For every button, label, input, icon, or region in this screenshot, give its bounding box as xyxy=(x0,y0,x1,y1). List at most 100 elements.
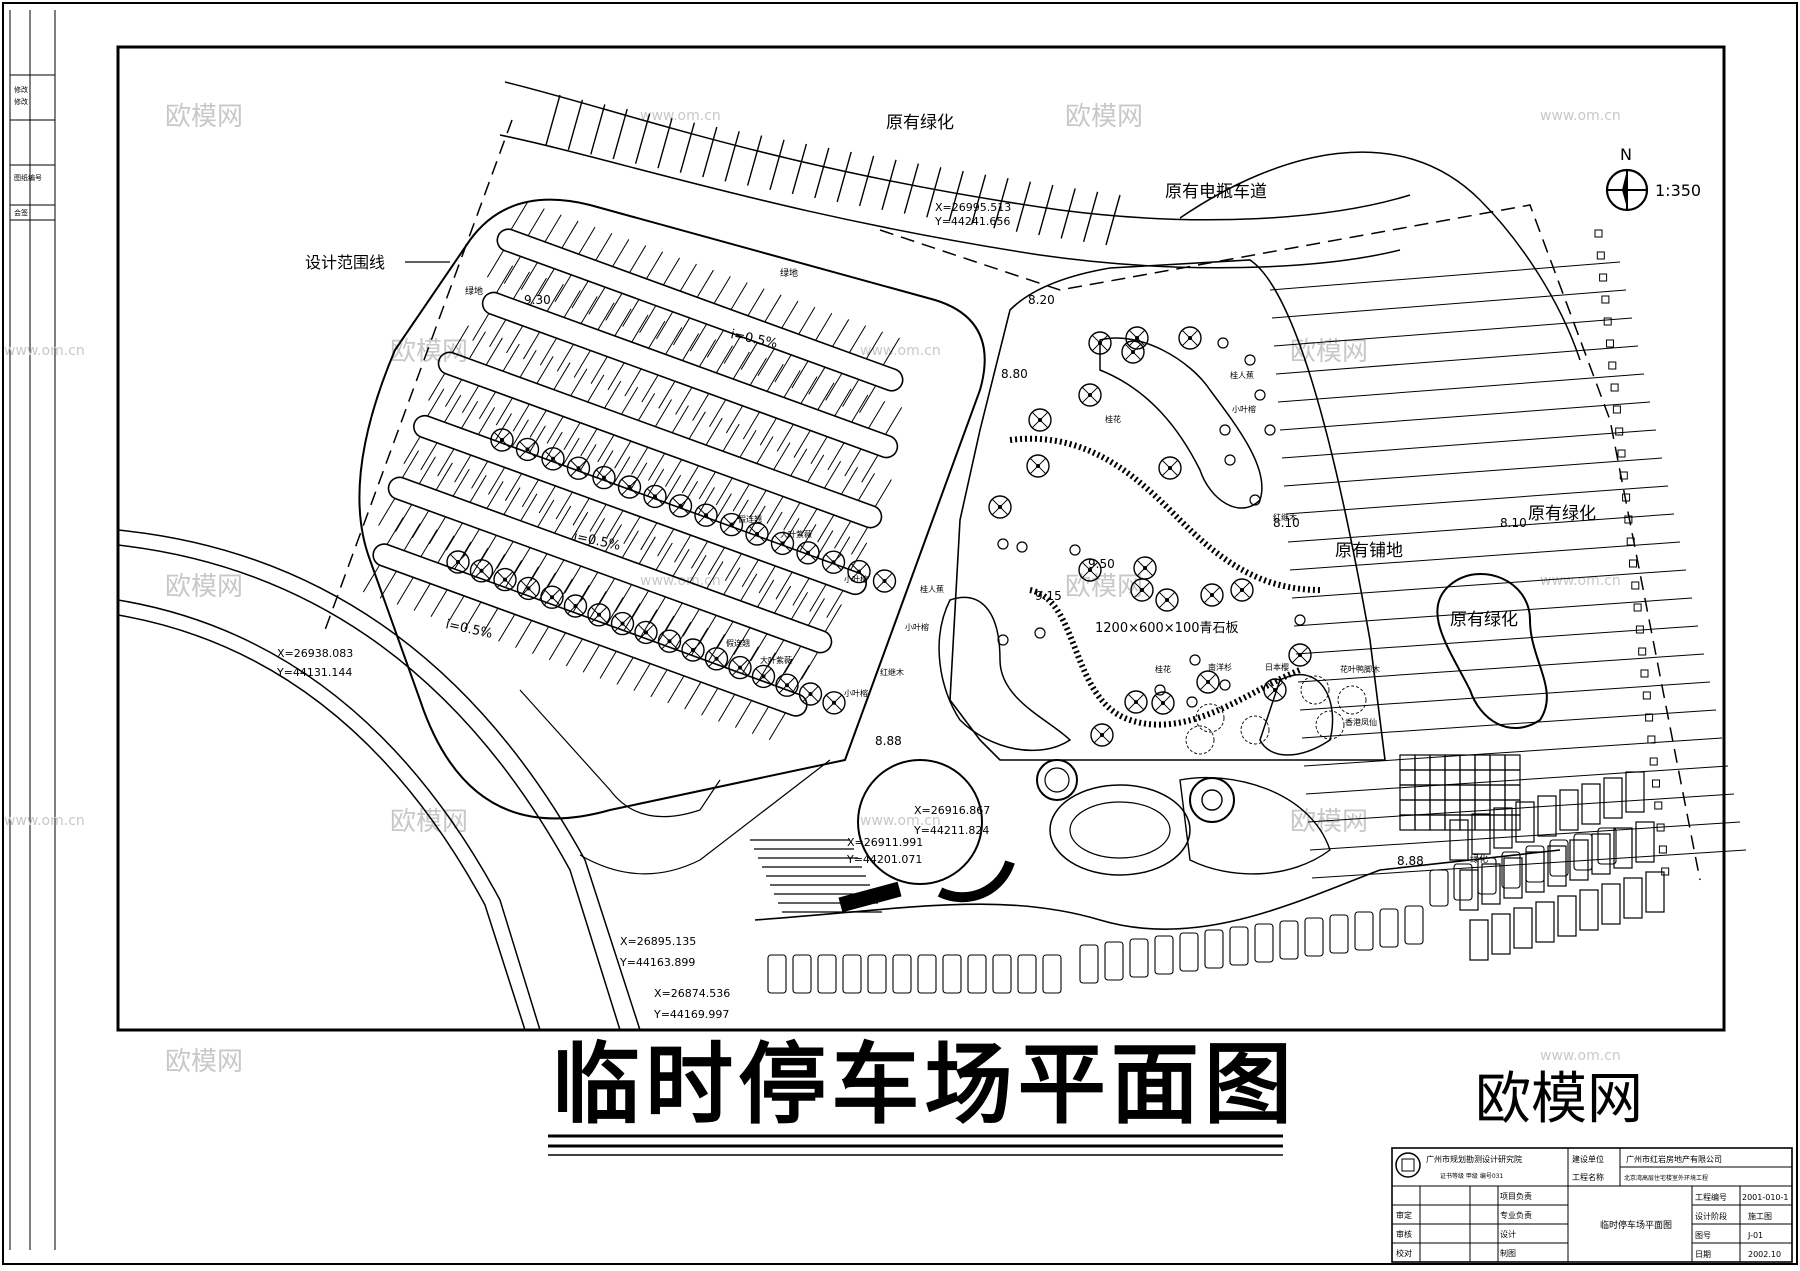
paving-strip xyxy=(1297,653,1705,683)
stall-line xyxy=(447,595,465,624)
watermark-url: www.om.cn xyxy=(860,813,941,829)
sheet-drawing-name: 临时停车场平面图 xyxy=(1600,1219,1672,1231)
stall-line xyxy=(730,282,748,310)
building-unit xyxy=(1503,857,1523,899)
stall-line xyxy=(468,331,486,360)
island-capsule xyxy=(437,351,883,529)
car-icon xyxy=(1573,833,1593,871)
stall-line xyxy=(445,522,463,551)
stall-line xyxy=(565,638,583,667)
stall-line xyxy=(826,590,844,618)
stall-line xyxy=(807,454,825,483)
car-icon xyxy=(1354,911,1374,951)
tree-trunk xyxy=(738,665,742,670)
plant-label: 桂人蕉 xyxy=(1230,370,1254,380)
plant-label: 桂花 xyxy=(1155,664,1171,674)
stall-line xyxy=(741,646,759,674)
tree-symbol-icon xyxy=(1026,454,1050,478)
road-hatch-line xyxy=(1060,188,1076,239)
watermark-url: www.om.cn xyxy=(4,813,85,829)
tree-symbol-icon xyxy=(1196,670,1220,694)
tree-symbol-icon xyxy=(1263,678,1287,702)
road-hatch-line xyxy=(567,99,584,150)
stall-line xyxy=(790,591,809,620)
bollard xyxy=(1594,229,1603,238)
existing-road-top xyxy=(499,81,1581,361)
sheet-label: 图号 xyxy=(1695,1231,1711,1240)
stall-line xyxy=(664,474,682,503)
stall-line xyxy=(790,448,808,477)
tree-symbol-icon xyxy=(1200,583,1224,607)
tree-canopy xyxy=(751,664,776,689)
shrub-icon xyxy=(997,538,1009,550)
drawing-frame xyxy=(116,45,1726,1032)
plant-label: 香港凤仙 xyxy=(1345,717,1377,727)
grid-paver xyxy=(1444,769,1461,786)
road-hatch-line xyxy=(634,113,651,164)
stall-line xyxy=(681,465,699,494)
stall-line xyxy=(503,487,521,515)
building-unit xyxy=(1471,813,1491,855)
tree-trunk xyxy=(1098,341,1102,345)
plant-label: 花叶鸭脚木 xyxy=(1340,664,1380,674)
watermark-url: www.om.cn xyxy=(4,343,85,359)
tree-symbol-icon xyxy=(1133,556,1157,580)
tree-trunk xyxy=(755,532,759,536)
bollard xyxy=(1652,779,1660,788)
stall-line xyxy=(758,565,776,594)
tree-canopy xyxy=(1151,691,1175,715)
existing-green-oval xyxy=(1436,573,1548,730)
plant-label: 日本樱 xyxy=(1265,662,1289,672)
grid-paver xyxy=(1444,814,1461,831)
road-hatch-line xyxy=(993,178,1009,229)
stall-line xyxy=(510,202,528,230)
stall-line xyxy=(848,325,867,353)
stall-line xyxy=(597,434,615,463)
tree-canopy xyxy=(587,603,611,627)
stall-line xyxy=(776,424,794,452)
lower-garden-bed xyxy=(1179,776,1331,875)
stall-row xyxy=(428,325,892,555)
elevation-label: 8.88 xyxy=(1397,854,1424,868)
stall-line xyxy=(486,481,504,509)
designer-name: 广州市规划勘测设计研究院 xyxy=(1426,1154,1522,1164)
tree-canopy xyxy=(798,682,823,706)
stall-line xyxy=(639,305,657,333)
tree-trunk xyxy=(691,648,695,652)
stall-line xyxy=(563,422,581,450)
bollard xyxy=(1633,603,1642,612)
stall-line xyxy=(705,417,723,446)
paving-strip xyxy=(1269,261,1621,291)
stall-line xyxy=(598,578,616,606)
round-feature xyxy=(1036,759,1078,801)
stall-line xyxy=(621,530,639,558)
tree-symbol-icon xyxy=(490,428,514,452)
stall-line xyxy=(495,397,513,426)
stall-line xyxy=(572,497,590,526)
label-greenland: 绿地 xyxy=(465,285,483,297)
tree-trunk xyxy=(785,683,789,688)
parking-island xyxy=(496,228,904,392)
tree-symbol-icon xyxy=(694,503,718,527)
paving-strip xyxy=(1311,849,1747,879)
role-label: 专业负责 xyxy=(1500,1210,1532,1220)
parking-island xyxy=(481,291,899,459)
tree-canopy xyxy=(643,484,667,509)
stall-line xyxy=(587,518,606,546)
stall-line xyxy=(529,277,547,306)
plant-label: 小叶榕 xyxy=(844,688,868,698)
plant-label: 小叶榕 xyxy=(844,574,868,584)
bollard xyxy=(1640,669,1649,678)
tree-trunk xyxy=(644,630,648,635)
tree-symbol-icon xyxy=(634,620,658,645)
island-capsule xyxy=(496,228,904,392)
project-no: 2001-010-1 xyxy=(1742,1193,1789,1202)
grid-paver xyxy=(1474,754,1491,771)
watermark-url: www.om.cn xyxy=(1540,573,1621,589)
stall-line xyxy=(865,331,883,360)
stall-line xyxy=(699,615,717,643)
plant-label: 大叶紫薇 xyxy=(780,529,812,539)
road-hatch-line xyxy=(590,104,606,155)
tree-canopy xyxy=(516,576,541,601)
stall-line xyxy=(489,319,507,348)
